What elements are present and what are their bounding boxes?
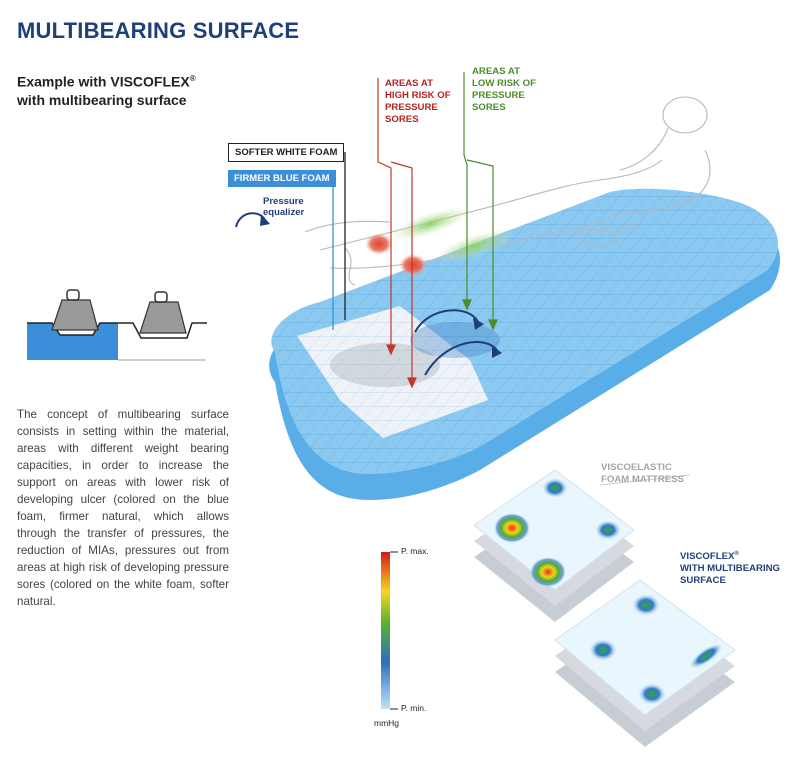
low-risk-line4: SORES <box>472 102 506 113</box>
viscoflex-label: VISCOFLEX® WITH MULTIBEARING SURFACE <box>680 548 780 587</box>
mattress <box>269 188 780 500</box>
low-risk-line1: AREAS AT <box>472 66 520 77</box>
equalizer-line2: equalizer <box>263 207 305 218</box>
viscoelastic-line2: FOAM MATTRESS <box>601 474 684 485</box>
high-risk-spot <box>365 233 393 255</box>
subtitle-line1: Example with VISCOFLEX <box>17 73 190 90</box>
low-risk-leaders <box>462 72 498 331</box>
high-risk-spot <box>399 254 427 276</box>
low-risk-spot <box>389 207 471 241</box>
registered-mark: ® <box>189 74 196 83</box>
heatmap-viscoelastic <box>473 469 635 622</box>
equalizer-arrowhead <box>260 214 270 226</box>
high-risk-line2: HIGH RISK OF <box>385 90 451 101</box>
page-title: MULTIBEARING SURFACE <box>17 18 300 43</box>
high-risk-line3: PRESSURE <box>385 102 438 113</box>
softer-foam-label: SOFTER WHITE FOAM <box>228 143 345 162</box>
low-risk-line3: PRESSURE <box>472 90 525 101</box>
scale-max-label: P. max. <box>401 546 429 556</box>
subtitle-line2: with multibearing surface <box>17 91 187 108</box>
low-risk-spot <box>434 229 516 263</box>
pressure-equalizer-label: Pressure equalizer <box>263 196 304 218</box>
viscoelastic-line1: VISCOELASTIC <box>601 462 672 473</box>
viscoelastic-label: VISCOELASTIC FOAM MATTRESS <box>601 462 684 486</box>
viscoelastic-leader <box>599 474 691 486</box>
viscoflex-line1: VISCOFLEX <box>680 551 735 563</box>
equalizer-arrowhead <box>492 346 502 358</box>
high-risk-leaders <box>377 78 417 389</box>
equalizer-arrowhead <box>473 318 484 330</box>
heatmap-viscoflex <box>554 579 736 747</box>
firmer-foam-label: FIRMER BLUE FOAM <box>228 170 336 187</box>
high-risk-line1: AREAS AT <box>385 78 433 89</box>
pressure-scale <box>381 551 398 710</box>
viscoflex-reg: ® <box>734 551 739 557</box>
low-risk-callout: AREAS AT LOW RISK OF PRESSURE SORES <box>472 66 536 114</box>
low-risk-line2: LOW RISK OF <box>472 78 536 89</box>
scale-unit-label: mmHg <box>374 718 400 728</box>
description-paragraph: The concept of multibearing surface cons… <box>17 408 229 608</box>
viscoflex-line2: WITH MULTIBEARING <box>680 563 781 575</box>
subtitle: Example with VISCOFLEX® with multibearin… <box>17 70 196 109</box>
high-risk-line4: SORES <box>385 114 419 125</box>
high-risk-callout: AREAS AT HIGH RISK OF PRESSURE SORES <box>385 78 451 126</box>
weight-demo <box>27 289 207 361</box>
scale-min-label: P. min. <box>401 703 427 713</box>
viscoflex-line3: SURFACE <box>680 575 726 587</box>
equalizer-line1: Pressure <box>263 196 304 207</box>
